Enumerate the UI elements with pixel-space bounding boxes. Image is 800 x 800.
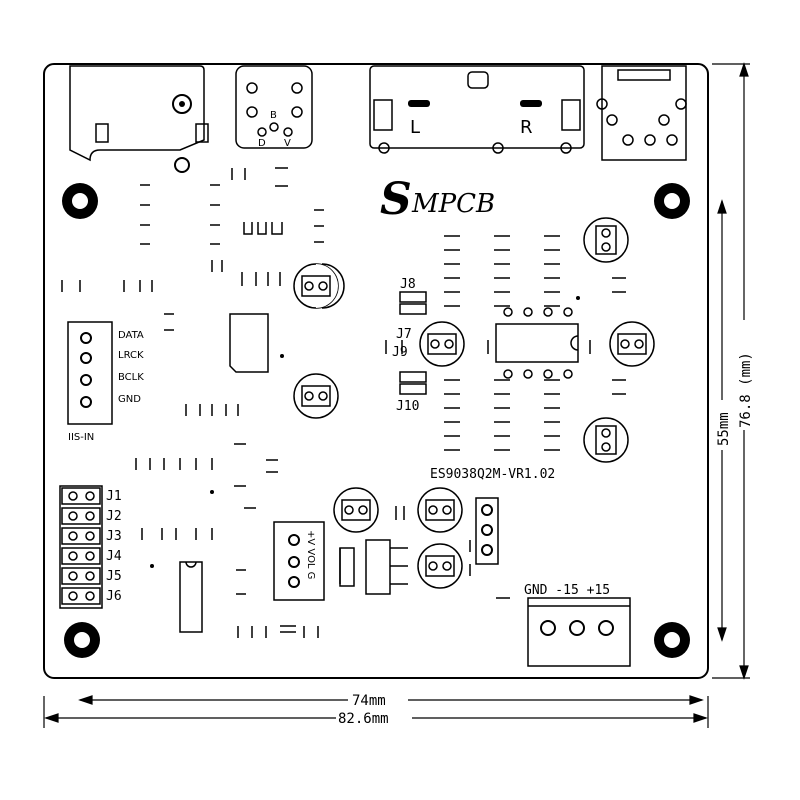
jumper-j3: J3 (106, 529, 122, 544)
passive-components (61, 167, 591, 638)
capacitor (293, 373, 339, 419)
rca-r-label: R (520, 117, 533, 138)
power-terminal: GND -15 +15 (524, 583, 631, 667)
dac-chip (229, 313, 284, 373)
iis-title: IIS-IN (68, 432, 94, 443)
model-label: ES9038Q2M-VR1.02 (430, 467, 555, 482)
iis-pin-bclk: BCLK (118, 372, 144, 383)
capacitors (293, 217, 655, 589)
iis-pin-data: DATA (118, 330, 144, 341)
jumper-j2: J2 (106, 509, 122, 524)
dimension-lines (43, 62, 750, 728)
capacitor (333, 487, 379, 533)
jumper-bank: J1 J2 J3 J4 J5 J6 (59, 485, 122, 609)
rca-output: L R (369, 65, 585, 154)
capacitor (583, 217, 629, 263)
capacitor (417, 487, 463, 533)
iis-pin-lrck: LRCK (118, 350, 144, 361)
logo-text: MPCB (411, 189, 495, 219)
dim-inner-width: 74mm (352, 693, 386, 709)
usb-d-label: D (258, 138, 266, 149)
regulator (339, 539, 408, 595)
iis-header: DATA LRCK BCLK GND IIS-IN (67, 321, 144, 443)
power-label: GND -15 +15 (524, 583, 610, 598)
toslink-connector (596, 65, 687, 161)
dim-outer-width: 82.6mm (338, 711, 389, 727)
opamp-dip8 (495, 296, 580, 379)
capacitor (583, 417, 629, 463)
logo-initial: S (380, 174, 412, 225)
jumper-j4: J4 (106, 549, 122, 564)
usb-v-label: V (284, 138, 291, 149)
mounting-holes (62, 183, 690, 658)
dim-inner-height: 55mm (716, 412, 732, 446)
resistor-array (444, 235, 626, 451)
volume-label: +V VOL G (305, 530, 316, 579)
j9-label: J9 (392, 345, 408, 360)
j8-label: J8 (400, 277, 416, 292)
usb-connector: B D V (235, 65, 313, 149)
rca-l-label: L (410, 117, 420, 138)
jumper-j5: J5 (106, 569, 122, 584)
volume-header: +V VOL G (273, 521, 325, 601)
jumper-j1: J1 (106, 489, 122, 504)
small-jumpers: J8 J7 J9 J10 (392, 277, 427, 414)
board-outline (43, 63, 709, 679)
dim-outer-height: 76.8 (mm) (738, 352, 754, 428)
capacitor (417, 543, 463, 589)
j10-label: J10 (396, 399, 419, 414)
power-jack (69, 65, 209, 173)
capacitor (419, 321, 465, 367)
smpcb-logo: S MPCB (380, 174, 495, 225)
jumper-j6: J6 (106, 589, 122, 604)
capacitor (293, 263, 345, 309)
capacitor (609, 321, 655, 367)
three-pin-header (475, 497, 499, 565)
usb-b-label: B (270, 110, 277, 121)
iis-pin-gnd: GND (118, 394, 141, 405)
j7-label: J7 (396, 327, 412, 342)
dip-ic-bottom (150, 490, 214, 633)
